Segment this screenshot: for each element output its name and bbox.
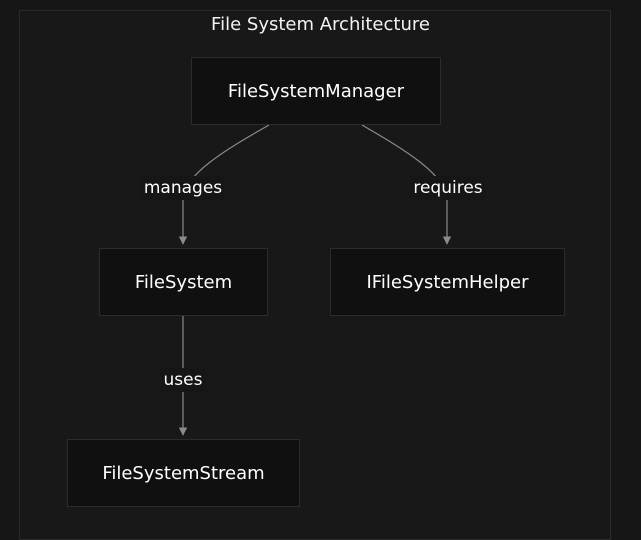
node-filesystem-stream-label: FileSystemStream bbox=[102, 462, 265, 484]
node-filesystem-manager-label: FileSystemManager bbox=[227, 80, 405, 102]
edge-label-manages: manages bbox=[140, 176, 226, 200]
node-filesystem-manager[interactable]: FileSystemManager bbox=[191, 57, 441, 125]
node-filesystem-stream[interactable]: FileSystemStream bbox=[67, 439, 300, 507]
edge-label-uses: uses bbox=[160, 368, 206, 392]
edge-label-requires: requires bbox=[410, 176, 486, 200]
node-ifilesystem-helper[interactable]: IFileSystemHelper bbox=[330, 248, 565, 316]
node-filesystem-label: FileSystem bbox=[134, 271, 233, 293]
node-ifilesystem-helper-label: IFileSystemHelper bbox=[366, 271, 529, 293]
node-filesystem[interactable]: FileSystem bbox=[99, 248, 268, 316]
diagram-title: File System Architecture bbox=[211, 14, 430, 35]
